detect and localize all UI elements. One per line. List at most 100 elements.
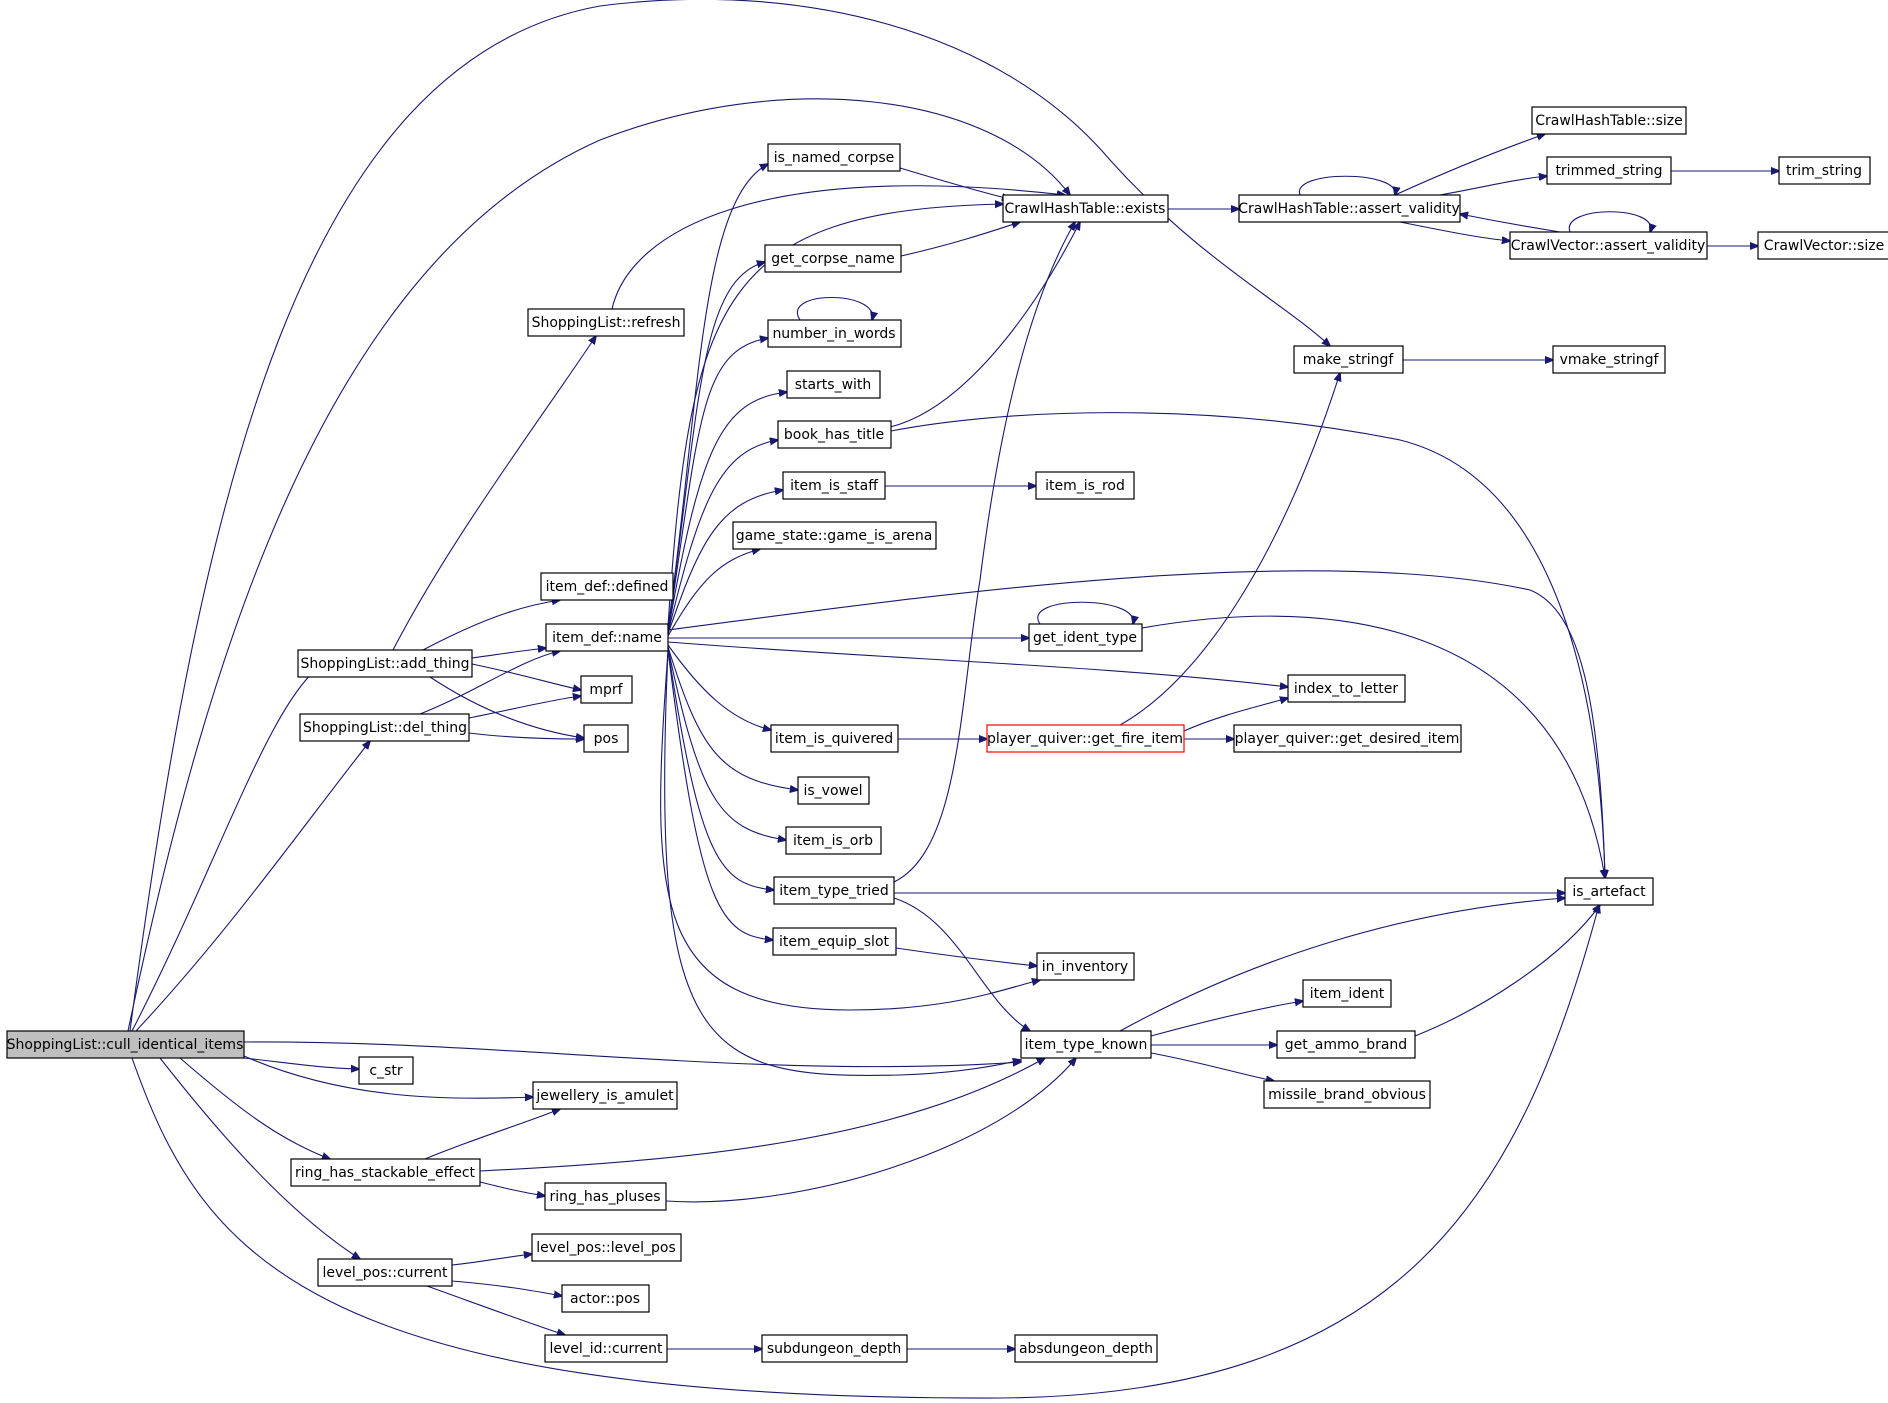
node-missile-brand-obvious[interactable]: missile_brand_obvious [1263, 1080, 1431, 1109]
edge-vec-validity-hash-validity [1460, 214, 1561, 233]
edge-name-is-vowel [667, 646, 798, 790]
edge-ammo-brand-artefact [1414, 905, 1600, 1037]
edge-path [667, 549, 760, 637]
node-label: player_quiver::get_fire_item [987, 731, 1183, 747]
node-shoppinglist-refresh[interactable]: ShoppingList::refresh [527, 308, 685, 337]
node-c-str[interactable]: c_str [358, 1056, 414, 1085]
node-label: CrawlHashTable::assert_validity [1238, 201, 1460, 217]
node-label: game_state::game_is_arena [736, 528, 933, 544]
node-item-equip-slot[interactable]: item_equip_slot [772, 927, 897, 956]
node-item-type-known[interactable]: item_type_known [1020, 1030, 1152, 1059]
node-crawlhashtable-exists[interactable]: CrawlHashTable::exists [1002, 194, 1169, 223]
node-label: vmake_stringf [1560, 352, 1660, 368]
node-cull-identical-items[interactable]: ShoppingList::cull_identical_items [6, 1030, 245, 1059]
node-vmake-stringf[interactable]: vmake_stringf [1552, 345, 1666, 374]
node-label: number_in_words [772, 326, 895, 342]
node-level-pos-level-pos[interactable]: level_pos::level_pos [531, 1233, 682, 1262]
node-in-inventory[interactable]: in_inventory [1036, 952, 1135, 981]
node-label: CrawlVector::size [1764, 238, 1884, 254]
node-crawlvector-size[interactable]: CrawlVector::size [1757, 231, 1888, 260]
node-label: get_corpse_name [771, 251, 895, 267]
node-starts-with[interactable]: starts_with [786, 370, 881, 399]
edge-current-actor-pos [451, 1280, 562, 1296]
edge-stackable-type-known [479, 1058, 1045, 1172]
node-is-vowel[interactable]: is_vowel [797, 776, 870, 805]
edge-name-item-orb [667, 647, 786, 840]
node-book-has-title[interactable]: book_has_title [777, 420, 892, 449]
edge-fire-item-index-letter [1183, 698, 1288, 732]
edge-path [1183, 698, 1288, 732]
node-level-pos-current[interactable]: level_pos::current [317, 1258, 453, 1287]
node-subdungeon-depth[interactable]: subdungeon_depth [761, 1334, 908, 1363]
edge-name-corpse-name [667, 262, 765, 631]
edge-path [1460, 214, 1561, 233]
node-get-ident-type[interactable]: get_ident_type [1028, 623, 1143, 652]
node-ring-has-stackable-effect[interactable]: ring_has_stackable_effect [290, 1158, 481, 1187]
node-label: actor::pos [570, 1291, 640, 1307]
node-item-is-orb[interactable]: item_is_orb [785, 826, 882, 855]
edge-root-level-pos-current [159, 1057, 360, 1259]
node-get-ammo-brand[interactable]: get_ammo_brand [1276, 1030, 1416, 1059]
edge-path [1119, 898, 1565, 1032]
node-item-is-staff[interactable]: item_is_staff [782, 471, 886, 500]
node-label: pos [594, 731, 619, 747]
edge-root-c-str [243, 1057, 359, 1069]
node-actor-pos[interactable]: actor::pos [561, 1284, 650, 1313]
node-pos[interactable]: pos [583, 724, 629, 753]
edge-path [893, 897, 1030, 1031]
node-label: get_ammo_brand [1285, 1037, 1407, 1053]
node-item-ident[interactable]: item_ident [1302, 979, 1392, 1008]
node-make-stringf[interactable]: make_stringf [1293, 345, 1404, 374]
node-label: CrawlHashTable::size [1535, 113, 1683, 129]
edge-path [424, 1109, 560, 1160]
edge-path [451, 1280, 562, 1296]
node-crawlvector-assert-validity[interactable]: CrawlVector::assert_validity [1509, 231, 1708, 260]
node-mprf[interactable]: mprf [580, 675, 633, 704]
edge-name-exists [667, 204, 1003, 627]
edge-name-starts-with [667, 392, 787, 633]
node-item-def-name[interactable]: item_def::name [545, 623, 669, 652]
node-shoppinglist-del-thing[interactable]: ShoppingList::del_thing [299, 713, 470, 742]
node-get-desired-item[interactable]: player_quiver::get_desired_item [1233, 724, 1462, 753]
node-label: ShoppingList::cull_identical_items [7, 1037, 244, 1053]
edge-add-thing-pos [429, 676, 584, 738]
node-get-corpse-name[interactable]: get_corpse_name [764, 244, 902, 273]
node-item-is-quivered[interactable]: item_is_quivered [770, 724, 899, 753]
edge-path [468, 696, 581, 719]
node-index-to-letter[interactable]: index_to_letter [1287, 674, 1406, 703]
node-label: is_named_corpse [774, 150, 895, 166]
node-shoppinglist-add-thing[interactable]: ShoppingList::add_thing [297, 649, 473, 678]
node-level-id-current[interactable]: level_id::current [544, 1334, 668, 1363]
edge-path [899, 167, 1010, 199]
node-crawlhashtable-assert-validity[interactable]: CrawlHashTable::assert_validity [1238, 194, 1461, 223]
node-item-is-rod[interactable]: item_is_rod [1035, 471, 1135, 500]
node-label: item_def::defined [546, 579, 669, 595]
node-get-fire-item[interactable]: player_quiver::get_fire_item [986, 724, 1185, 753]
node-label: ShoppingList::refresh [532, 315, 681, 331]
node-game-is-arena[interactable]: game_state::game_is_arena [732, 521, 937, 550]
node-is-artefact[interactable]: is_artefact [1564, 877, 1654, 906]
node-crawlhashtable-size[interactable]: CrawlHashTable::size [1531, 106, 1687, 135]
edge-path [451, 1254, 532, 1266]
edge-book-title-exists [889, 222, 1080, 428]
edge-name-type-tried [667, 648, 774, 890]
node-label: item_type_known [1025, 1037, 1148, 1053]
node-label: level_id::current [549, 1341, 663, 1357]
node-item-def-defined[interactable]: item_def::defined [540, 572, 674, 601]
edge-path [135, 741, 370, 1032]
node-is-named-corpse[interactable]: is_named_corpse [767, 143, 901, 172]
node-absdungeon-depth[interactable]: absdungeon_depth [1014, 1334, 1158, 1363]
node-ring-has-pluses[interactable]: ring_has_pluses [544, 1182, 667, 1211]
node-label: book_has_title [784, 427, 884, 443]
node-number-in-words[interactable]: number_in_words [767, 319, 902, 348]
node-jewellery-is-amulet[interactable]: jewellery_is_amulet [532, 1081, 678, 1110]
node-trimmed-string[interactable]: trimmed_string [1546, 156, 1672, 185]
node-trim-string[interactable]: trim_string [1778, 156, 1871, 185]
node-label: index_to_letter [1294, 681, 1398, 697]
edge-path [1141, 615, 1605, 878]
node-label: get_ident_type [1033, 630, 1137, 646]
node-item-type-tried[interactable]: item_type_tried [773, 876, 895, 905]
node-label: level_pos::level_pos [536, 1240, 676, 1256]
edge-path [159, 1057, 360, 1259]
edge-path [129, 0, 1330, 1032]
